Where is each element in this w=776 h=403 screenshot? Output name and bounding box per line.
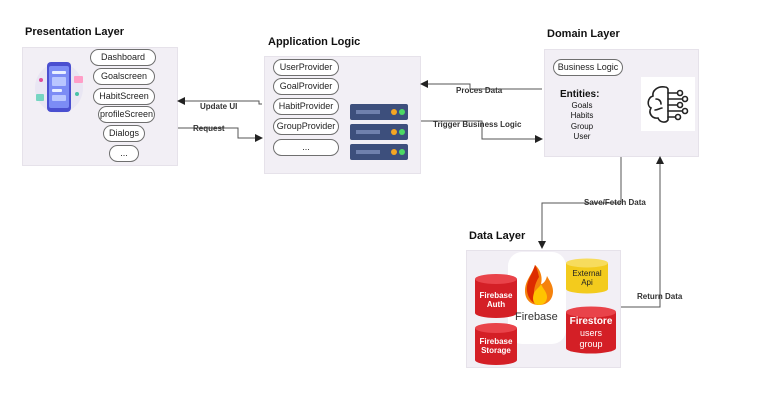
firestore-group: group [579,339,603,349]
goalscreen-item: Goalscreen [93,68,155,85]
domain-layer-title: Domain Layer [547,28,620,40]
more-providers-item: ... [273,139,339,156]
return-data-arrow [621,156,664,308]
firestore-label: Firestore [569,316,613,327]
entity-user: User [573,132,591,141]
brain-ai-icon [641,77,695,131]
update-ui-label: Update UI [200,102,238,111]
firestore-users: users [579,328,602,338]
data-layer-title: Data Layer [469,230,526,242]
proces-data-label: Proces Data [456,86,503,95]
business-logic-item: Business Logic [553,59,623,76]
goalprovider-item: GoalProvider [273,78,339,95]
entity-habits: Habits [570,111,594,120]
external-api-label: External Api [572,269,602,287]
entities-title: Entities: [560,89,600,100]
firebase-auth-db-icon [475,273,517,319]
groupprovider-item: GroupProvider [273,118,339,135]
firebase-flame-icon [521,263,557,307]
firebase-logo-text: Firebase [515,311,558,323]
entity-group: Group [570,122,594,131]
dashboard-item: Dashboard [90,49,156,66]
profilescreen-item: profileScreen [98,106,155,123]
habitprovider-item: HabitProvider [273,98,339,115]
save-fetch-data-label: Save/Fetch Data [584,198,646,207]
userprovider-item: UserProvider [273,59,339,76]
application-logic-title: Application Logic [268,36,361,48]
firestore-db-icon [566,306,616,354]
trigger-business-logic-label: Trigger Business Logic [433,120,522,129]
external-api-icon [566,258,608,294]
firebase-storage-db-icon [475,322,517,366]
entity-goals: Goals [571,101,593,110]
firebase-storage-label: Firebase Storage [479,337,513,355]
dialogs-item: Dialogs [103,125,145,142]
server-icon [350,104,408,160]
return-data-label: Return Data [637,292,683,301]
request-label: Request [193,124,225,133]
firebase-auth-label: Firebase Auth [479,291,513,309]
habitscreen-item: HabitScreen [93,88,155,105]
more-screens-item: ... [109,145,139,162]
phone-illustration-icon [33,58,85,116]
presentation-layer-title: Presentation Layer [25,26,125,38]
